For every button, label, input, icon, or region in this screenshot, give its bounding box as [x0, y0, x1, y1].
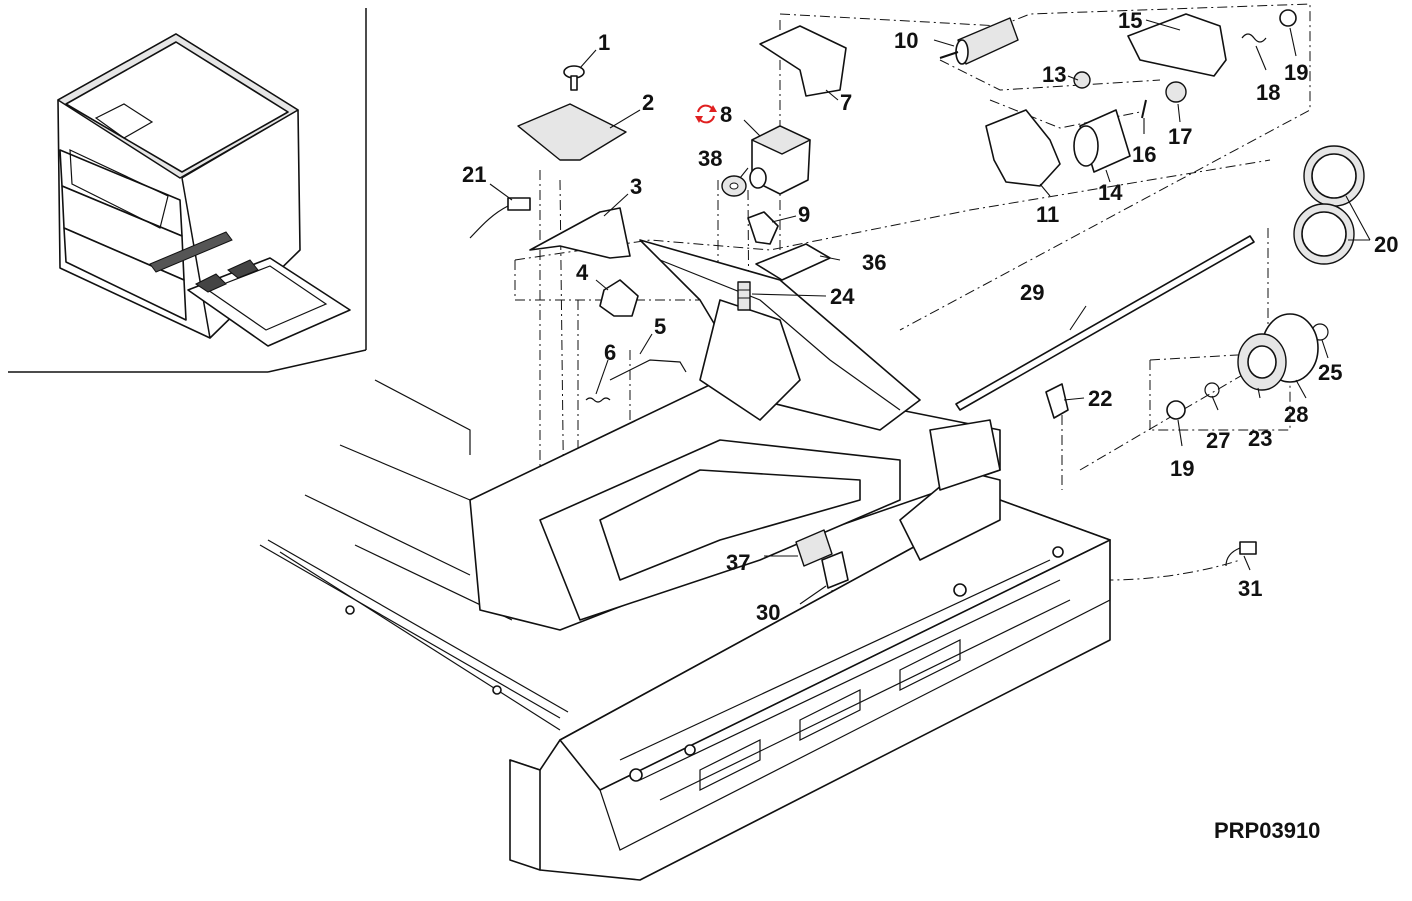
callout-27: 27 — [1206, 428, 1230, 453]
callout-5: 5 — [654, 314, 666, 339]
callout-3: 3 — [630, 174, 642, 199]
callout-9: 9 — [798, 202, 810, 227]
callout-6: 6 — [604, 340, 616, 365]
callout-23: 23 — [1248, 426, 1272, 451]
bypass-tray-frame — [259, 239, 1111, 881]
drawing-code: PRP03910 — [1214, 818, 1320, 843]
callout-13: 13 — [1042, 62, 1066, 87]
part-38-washer — [721, 175, 747, 197]
part-27-ering — [1204, 382, 1220, 398]
part-1-screw — [563, 65, 585, 91]
callout-14: 14 — [1098, 180, 1123, 205]
part-19-bushing-bottom — [1166, 400, 1186, 420]
part-21-harness — [469, 197, 531, 239]
callout-30: 30 — [756, 600, 780, 625]
callout-19-bottom: 19 — [1170, 456, 1194, 481]
callout-24: 24 — [830, 284, 855, 309]
part-5-lever — [609, 359, 687, 381]
callout-8: 8 — [720, 102, 732, 127]
callout-25: 25 — [1318, 360, 1342, 385]
part-14-roller — [1073, 109, 1131, 173]
callout-15: 15 — [1118, 8, 1142, 33]
part-37-sheet — [795, 529, 833, 567]
callout-19-top: 19 — [1284, 60, 1308, 85]
part-36-sheet — [755, 243, 831, 281]
refresh-arrows-icon — [695, 104, 717, 124]
callout-20: 20 — [1374, 232, 1398, 257]
callout-4: 4 — [576, 260, 589, 285]
callout-36: 36 — [862, 250, 886, 275]
callout-28: 28 — [1284, 402, 1308, 427]
part-10-roller — [939, 17, 1019, 65]
part-22-sensor — [1045, 383, 1069, 419]
part-7-cover — [759, 25, 847, 97]
part-9-lever — [747, 211, 779, 245]
callout-10: 10 — [894, 28, 918, 53]
callout-29: 29 — [1020, 280, 1044, 305]
parts — [469, 9, 1365, 589]
part-18-spring — [1241, 33, 1267, 43]
callout-38: 38 — [698, 146, 722, 171]
callout-labels: 1 2 3 4 5 6 7 8 9 10 11 13 14 15 16 17 1… — [462, 8, 1398, 843]
part-15-bracket — [1127, 13, 1227, 77]
part-13-gear — [1073, 71, 1091, 89]
part-17-gear — [1165, 81, 1187, 103]
callout-37: 37 — [726, 550, 750, 575]
part-19-bushing-top — [1279, 9, 1297, 27]
part-6-spring — [585, 397, 611, 403]
callout-17: 17 — [1168, 124, 1192, 149]
part-3-plate — [529, 207, 631, 259]
callout-7: 7 — [840, 90, 852, 115]
callout-31: 31 — [1238, 576, 1262, 601]
part-2-pwb — [517, 103, 627, 161]
callout-leaders — [489, 19, 1371, 605]
part-4-lever — [599, 279, 639, 317]
part-8-solenoid — [749, 125, 811, 195]
part-16-pin — [1141, 99, 1147, 119]
callout-21: 21 — [462, 162, 486, 187]
part-30-sensor — [821, 551, 849, 589]
part-31-harness — [1225, 541, 1257, 567]
callout-11: 11 — [1036, 202, 1059, 227]
part-29-shaft — [955, 235, 1255, 411]
part-24-spring — [737, 281, 751, 311]
callout-16: 16 — [1132, 142, 1156, 167]
machine-overview-inset — [8, 8, 367, 373]
callout-22: 22 — [1088, 386, 1112, 411]
callout-1: 1 — [598, 30, 610, 55]
part-11-holder — [985, 109, 1061, 187]
part-20-gears — [1293, 145, 1365, 265]
part-28-clutch — [1237, 313, 1319, 391]
callout-18: 18 — [1256, 80, 1280, 105]
callout-2: 2 — [642, 90, 654, 115]
